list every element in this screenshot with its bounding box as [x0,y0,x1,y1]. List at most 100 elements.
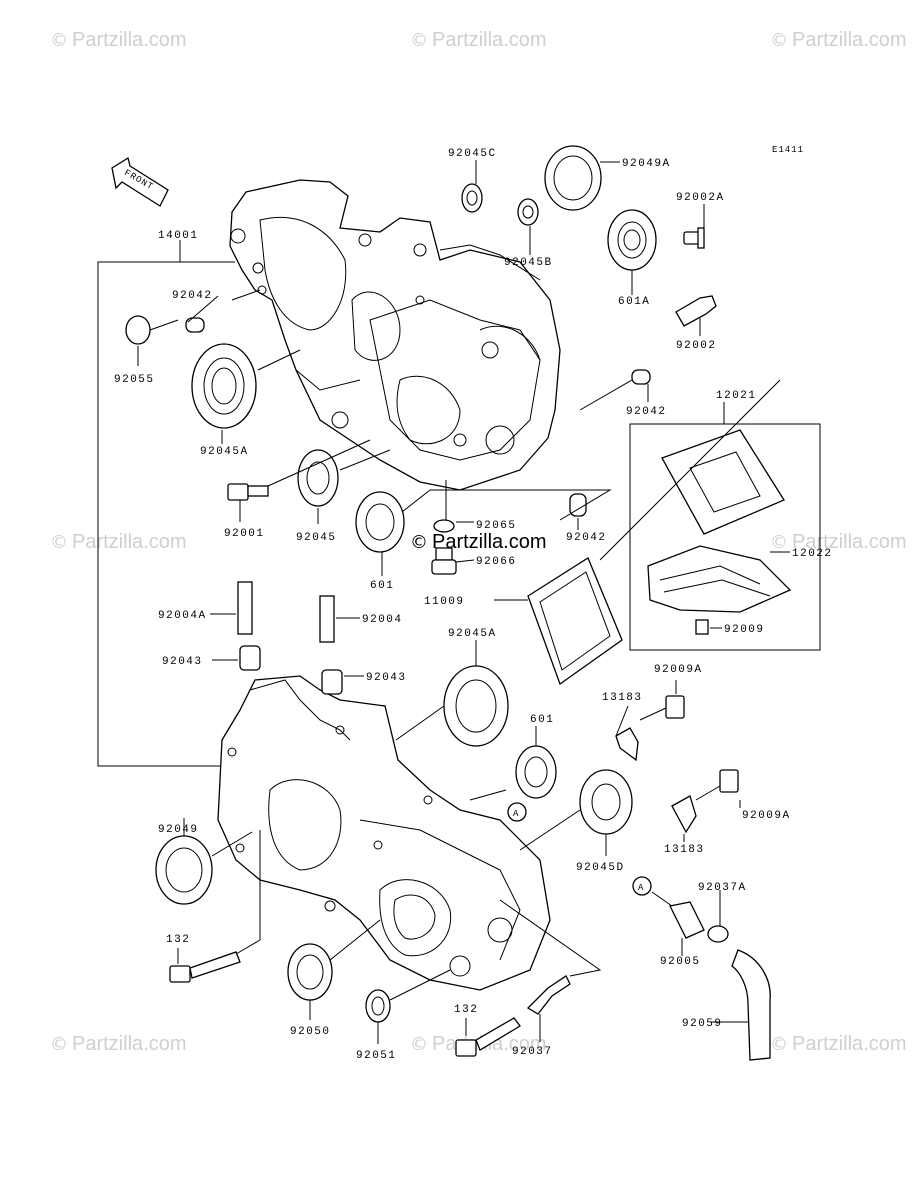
dowel-92043-left [239,645,261,671]
bracket-13183-upper [615,727,639,762]
part-label: 92037 [512,1046,553,1058]
screw-92009a-lower [719,769,739,793]
part-label: 92002 [676,340,717,352]
ref-marker-label: A [513,809,519,819]
part-label: 92065 [476,520,517,532]
bolt-92001 [227,483,269,501]
bolt-92066 [431,547,457,575]
part-label: 92045C [448,148,497,160]
bolt-132-left [169,951,241,983]
part-label: 92066 [476,556,517,568]
part-label: 14001 [158,230,199,242]
dowel-92042-upper [185,317,205,333]
part-label: 92049 [158,824,199,836]
svg-text:©: © [410,532,428,553]
ref-marker-lower: A [507,802,527,822]
bearing-92045a-lower [443,665,509,747]
svg-text:©: © [410,1034,428,1055]
part-label: 92001 [224,528,265,540]
watermark-mid-right: ©Partzilla.com [770,531,906,553]
part-label: 92037A [698,882,747,894]
svg-text:©: © [770,532,788,553]
washer-92065 [433,519,455,533]
lower-parts [155,581,771,1061]
svg-text:Partzilla.com: Partzilla.com [792,1033,906,1055]
dowel-92043-right [321,669,343,695]
ref-marker-right: A [632,876,652,896]
seal-92049 [155,835,213,905]
part-label: 92009A [742,810,791,822]
clamp-92037a [707,925,729,943]
screw-92009 [695,619,709,635]
diagram-code: E1411 [772,145,804,155]
part-label: 12021 [716,390,757,402]
svg-text:©: © [770,1034,788,1055]
seal-92050 [287,943,333,1001]
svg-text:©: © [50,532,68,553]
upper-parts [125,145,717,686]
part-label: 92045B [504,257,553,269]
reed-valve-12022 [647,429,792,613]
leader-lines [137,160,790,1044]
part-label: 92051 [356,1050,397,1062]
bolt-132-lower [455,1017,521,1057]
bearing-601-upper [355,491,405,553]
part-label: 11009 [424,596,465,608]
upper-crankcase [229,179,561,491]
svg-text:Partzilla.com: Partzilla.com [72,531,186,553]
part-label: 92005 [660,956,701,968]
stud-92004 [319,595,335,643]
dowel-92042-right [631,369,651,385]
part-label: 92004A [158,610,207,622]
part-label: 92009 [724,624,765,636]
part-label: 92004 [362,614,403,626]
part-label: 92055 [114,374,155,386]
watermark-mid-left: ©Partzilla.com [50,531,186,553]
part-label: 92042 [626,406,667,418]
part-label: 92049A [622,158,671,170]
part-label: 92042 [172,290,213,302]
svg-text:Partzilla.com: Partzilla.com [72,1033,186,1055]
part-label: 12022 [792,548,833,560]
bolt-92002a [683,227,705,249]
watermark-bottom-left: ©Partzilla.com [50,1033,186,1055]
seal-92051 [365,989,391,1023]
part-label: 92045A [448,628,497,640]
part-label: 92045D [576,862,625,874]
svg-text:Partzilla.com: Partzilla.com [72,29,186,51]
part-label: 132 [454,1004,478,1016]
hose-92059 [731,949,771,1061]
svg-text:©: © [50,1034,68,1055]
part-label: 13183 [602,692,643,704]
part-label: 92045 [296,532,337,544]
dowel-92042-mid [569,493,587,517]
gasket-11009 [527,557,623,686]
svg-text:©: © [50,30,68,51]
clamp-92037 [526,975,571,1015]
bearing-92045c [461,183,483,213]
svg-text:Partzilla.com: Partzilla.com [792,531,906,553]
watermark-top-left: ©Partzilla.com [50,29,186,51]
part-label: 601 [530,714,554,726]
front-arrow-icon: FRONT [111,156,169,207]
bracket-13183-lower [671,795,697,834]
bearing-601-lower [515,745,557,799]
seal-92049a [544,145,602,211]
part-label: 13183 [664,844,705,856]
part-labels: 92045C 92049A 92002A 14001 92045B 92042 … [114,148,833,1062]
bearing-92045 [297,449,339,507]
watermark-mid-center: ©Partzilla.com [410,531,546,553]
ref-marker-label: A [638,883,644,893]
svg-text:Partzilla.com: Partzilla.com [792,29,906,51]
reed-valve-box [629,402,821,651]
bearing-601a [607,209,657,271]
svg-text:©: © [770,30,788,51]
part-label: 92050 [290,1026,331,1038]
stud-92004a [237,581,253,635]
part-label: 132 [166,934,190,946]
assembly-bracket [97,240,235,767]
part-label: 601A [618,296,650,308]
bearing-92045b [517,198,539,226]
watermark-top-right: ©Partzilla.com [770,29,906,51]
